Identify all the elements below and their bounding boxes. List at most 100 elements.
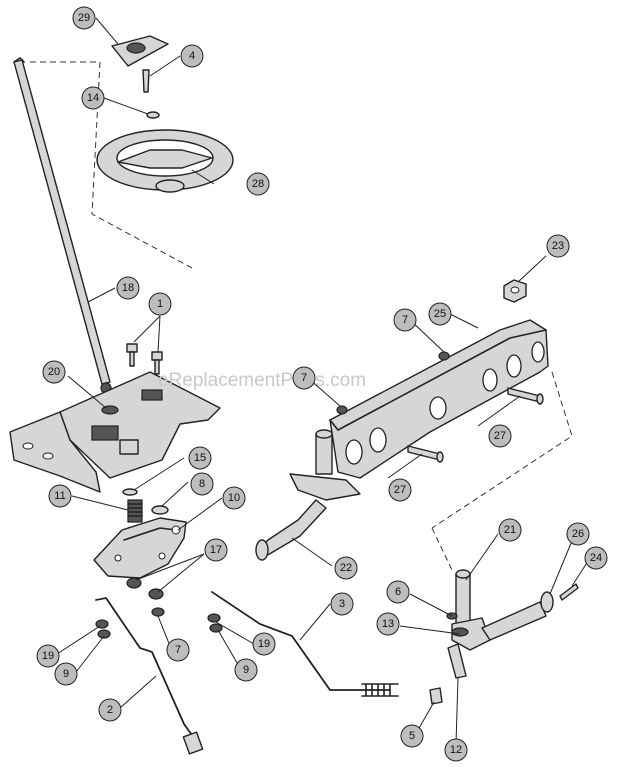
callout-7-axle-top: 7 xyxy=(393,308,417,332)
callout-13: 13 xyxy=(376,612,400,636)
steering-wheel-cap xyxy=(111,35,169,67)
callout-6: 6 xyxy=(386,580,410,604)
callout-29: 29 xyxy=(72,6,96,30)
callout-9-right: 9 xyxy=(234,658,258,682)
svg-text:6: 6 xyxy=(395,586,401,598)
svg-text:12: 12 xyxy=(450,744,462,756)
callout-15: 15 xyxy=(188,446,212,470)
svg-text:27: 27 xyxy=(394,484,406,496)
svg-text:22: 22 xyxy=(340,562,352,574)
right-spindle xyxy=(447,569,547,679)
svg-text:27: 27 xyxy=(494,430,506,442)
jam-nuts-left xyxy=(95,619,111,639)
callout-22: 22 xyxy=(334,556,358,580)
svg-text:29: 29 xyxy=(78,12,90,24)
svg-text:25: 25 xyxy=(434,308,446,320)
svg-text:7: 7 xyxy=(301,372,307,384)
callout-8: 8 xyxy=(190,472,214,496)
svg-text:4: 4 xyxy=(189,50,195,62)
svg-text:19: 19 xyxy=(42,650,54,662)
callout-21: 21 xyxy=(498,518,522,542)
tie-rod-bolt xyxy=(429,687,443,705)
hex-nut-center xyxy=(151,607,165,617)
svg-text:17: 17 xyxy=(210,544,222,556)
retaining-clip xyxy=(146,111,160,119)
axle-hex-nut-left xyxy=(336,405,348,415)
pinion-gear xyxy=(127,499,143,523)
dashed-guide-spindle xyxy=(431,527,453,571)
svg-text:10: 10 xyxy=(228,492,240,504)
svg-text:11: 11 xyxy=(54,490,65,502)
spacer xyxy=(151,505,169,515)
callout-20: 20 xyxy=(42,360,66,384)
callout-24: 24 xyxy=(584,546,608,570)
callout-5: 5 xyxy=(400,724,424,748)
callout-27-left: 27 xyxy=(388,478,412,502)
svg-text:13: 13 xyxy=(382,618,394,630)
callout-28: 28 xyxy=(246,172,270,196)
callout-26: 26 xyxy=(566,522,590,546)
svg-text:18: 18 xyxy=(122,282,134,294)
callout-19-left: 19 xyxy=(36,644,60,668)
callout-19-right: 19 xyxy=(252,632,276,656)
dashed-guide-upper xyxy=(30,61,193,269)
callout-10: 10 xyxy=(222,486,246,510)
svg-text:20: 20 xyxy=(48,366,60,378)
callout-14: 14 xyxy=(81,86,105,110)
callout-25: 25 xyxy=(428,302,452,326)
steering-bracket xyxy=(9,371,221,493)
callout-9-left: 9 xyxy=(54,662,78,686)
svg-text:23: 23 xyxy=(552,240,564,252)
svg-text:7: 7 xyxy=(402,314,408,326)
callout-3: 3 xyxy=(330,592,354,616)
axle-hex-nut-top xyxy=(438,351,450,361)
svg-text:9: 9 xyxy=(63,668,69,680)
svg-text:14: 14 xyxy=(87,92,99,104)
callout-7-center: 7 xyxy=(166,638,190,662)
leader-lines xyxy=(53,17,591,745)
svg-text:15: 15 xyxy=(194,452,206,464)
cap-bolt xyxy=(142,69,150,93)
left-spindle xyxy=(255,429,361,561)
callout-11: 11 xyxy=(48,484,72,508)
callout-12: 12 xyxy=(444,738,468,762)
svg-text:24: 24 xyxy=(590,552,602,564)
sector-gear xyxy=(93,517,187,579)
steering-shaft xyxy=(13,57,112,394)
spindle-bushing xyxy=(451,627,469,637)
watermark-text: eReplacementParts.com xyxy=(158,370,366,391)
svg-text:19: 19 xyxy=(258,638,270,650)
callout-7-axle-left: 7 xyxy=(292,366,316,390)
svg-text:2: 2 xyxy=(107,704,113,716)
callout-1: 1 xyxy=(148,292,172,316)
callout-23: 23 xyxy=(546,234,570,258)
svg-text:7: 7 xyxy=(175,644,181,656)
front-axle xyxy=(329,319,549,479)
callout-17: 17 xyxy=(204,538,228,562)
dashed-guide-right xyxy=(431,371,573,529)
callout-4: 4 xyxy=(180,44,204,68)
jam-nuts-right xyxy=(207,613,223,633)
callout-2: 2 xyxy=(98,698,122,722)
cotter-pin xyxy=(559,583,579,601)
svg-text:3: 3 xyxy=(339,598,345,610)
callout-27-right: 27 xyxy=(488,424,512,448)
drag-link-right xyxy=(211,591,399,697)
svg-text:8: 8 xyxy=(199,478,205,490)
mounting-bolts xyxy=(126,343,163,375)
axle-pins xyxy=(407,387,544,463)
callout-18: 18 xyxy=(116,276,140,300)
washer xyxy=(122,488,138,496)
svg-text:9: 9 xyxy=(243,664,249,676)
ball-joints xyxy=(126,577,164,600)
svg-text:5: 5 xyxy=(409,730,415,742)
svg-text:21: 21 xyxy=(504,524,516,536)
svg-text:26: 26 xyxy=(572,528,584,540)
drag-link-left xyxy=(95,597,204,755)
spindle-washer xyxy=(540,591,554,613)
svg-text:1: 1 xyxy=(157,298,163,310)
svg-text:28: 28 xyxy=(252,178,264,190)
axle-nut xyxy=(503,279,527,303)
